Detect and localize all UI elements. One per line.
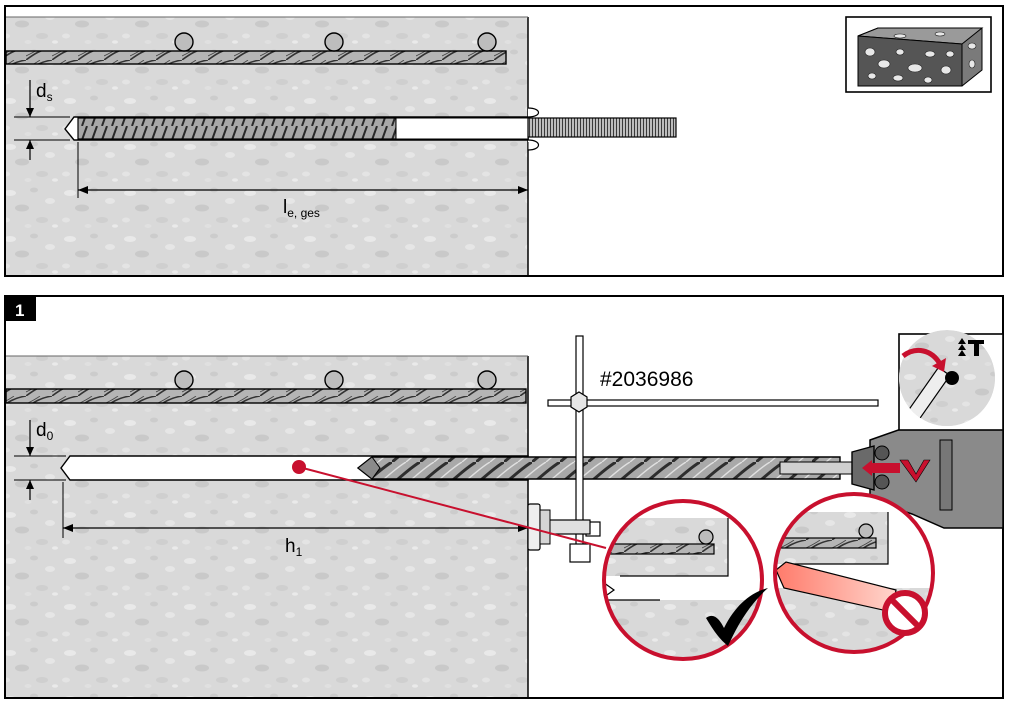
dimension-ds: ds xyxy=(14,80,70,160)
panel-reference: ds le, ges xyxy=(4,5,1004,277)
label-le-ges: le, ges xyxy=(283,197,320,220)
hammer-mode-icon xyxy=(898,330,1004,431)
existing-rebar xyxy=(5,370,527,404)
label-d0: d0 xyxy=(36,420,54,443)
step-number-badge xyxy=(6,297,36,321)
correct-detail xyxy=(602,499,768,661)
dimension-le-ges: le, ges xyxy=(77,142,529,220)
drill-bit xyxy=(356,456,861,480)
concrete-block xyxy=(6,356,528,697)
incorrect-detail xyxy=(773,492,935,654)
existing-rebar xyxy=(5,32,507,65)
checkmark-icon xyxy=(706,588,768,646)
drilling-aid: #2036986 xyxy=(527,335,879,563)
hammer-drill xyxy=(851,413,1004,529)
panel-step-1: 1 d0 h1 xyxy=(4,295,1004,699)
step-number: 1 xyxy=(15,301,24,320)
installed-rebar xyxy=(64,107,677,151)
dimension-d0: d0 xyxy=(14,420,66,500)
no-entry-icon xyxy=(882,590,928,636)
label-h1: h1 xyxy=(285,536,303,559)
concrete-sample-icon xyxy=(845,16,992,93)
label-ds: ds xyxy=(36,81,53,104)
callout-leader xyxy=(292,460,607,549)
article-number: #2036986 xyxy=(600,368,693,391)
